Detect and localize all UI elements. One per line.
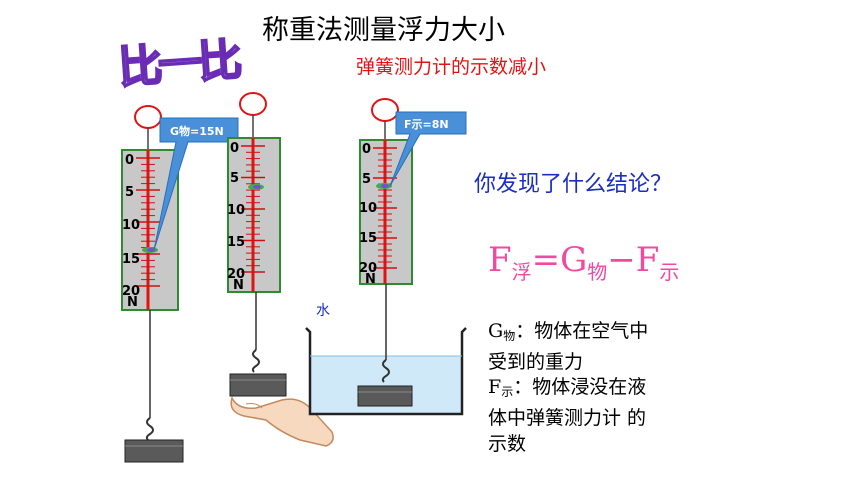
spring-scale-1: 0 5 10 15 20 N G物=15N: [121, 105, 239, 463]
tick-label: 20: [122, 284, 140, 299]
definition-reading: F示：物体浸没在液 体中弹簧测力计 的 示数: [488, 374, 646, 457]
unit-label: N: [365, 272, 376, 287]
formula-eq: =: [531, 240, 561, 280]
beaker: [305, 327, 467, 416]
tick-label: 0: [230, 141, 239, 156]
question-text: 你发现了什么结论？: [474, 172, 673, 197]
tick-label: 5: [125, 185, 134, 200]
formula-g-sub: 物: [587, 260, 608, 284]
tick-label: 10: [122, 218, 140, 233]
weight-block-3: [357, 385, 413, 407]
hanging-ring-3: [371, 98, 399, 122]
hanging-ring-1: [134, 105, 162, 129]
svg-text:G物=15N: G物=15N: [170, 124, 224, 138]
hand-icon: [230, 395, 334, 447]
buoyancy-formula: F浮=G物−F示: [488, 240, 679, 285]
def-symbol-sub: 示: [501, 385, 514, 399]
spring-scale-2: 0 5 10 15 20 N: [227, 92, 334, 447]
weight-block-2: [229, 373, 287, 397]
tick-label: 20: [227, 267, 245, 282]
tick-label: 0: [362, 142, 371, 157]
tick-label: 20: [359, 261, 377, 276]
formula-minus: −: [607, 240, 636, 280]
tick-label: 5: [230, 171, 239, 186]
tick-label: 0: [125, 153, 134, 168]
tick-label: 5: [362, 172, 371, 187]
hook-icon: [381, 359, 390, 383]
tick-label: 15: [122, 252, 140, 267]
callout-reading: F示=8N: [389, 111, 467, 187]
tick-label: 15: [359, 231, 377, 246]
page-title: 称重法测量浮力大小: [262, 15, 505, 46]
def-symbol: F: [488, 376, 502, 398]
definition-gravity: G物：物体在空气中 受到的重力: [488, 318, 648, 375]
def-text: 示数: [488, 433, 527, 455]
svg-text:F示=8N: F示=8N: [404, 118, 449, 131]
formula-f-sub: 浮: [511, 260, 532, 284]
def-text: 受到的重力: [488, 351, 584, 373]
tick-label: 10: [227, 203, 245, 218]
unit-label: N: [127, 295, 138, 310]
hook-icon: [145, 417, 154, 441]
spring-scale-3: 0 5 10 15 20 N F示=8N: [305, 98, 467, 416]
def-symbol-sub: 物: [503, 329, 516, 343]
def-text: ：物体浸没在液: [513, 376, 647, 398]
water-label: 水: [316, 303, 330, 319]
formula-f: F: [488, 240, 512, 280]
tick-label: 15: [227, 235, 245, 250]
def-text: ：物体在空气中: [515, 320, 649, 342]
hanging-ring-2: [239, 92, 267, 116]
formula-s: F: [635, 240, 660, 280]
weight-block-1: [124, 439, 184, 463]
unit-label: N: [233, 278, 244, 293]
tick-label: 10: [359, 201, 377, 216]
subtitle: 弹簧测力计的示数减小: [356, 56, 547, 78]
hook-icon: [251, 349, 260, 373]
formula-s-sub: 示: [659, 260, 680, 284]
formula-g: G: [560, 240, 588, 280]
callout-gravity: G物=15N: [153, 117, 239, 251]
def-text: 体中弹簧测力计 的: [488, 407, 647, 429]
def-symbol: G: [488, 320, 504, 342]
